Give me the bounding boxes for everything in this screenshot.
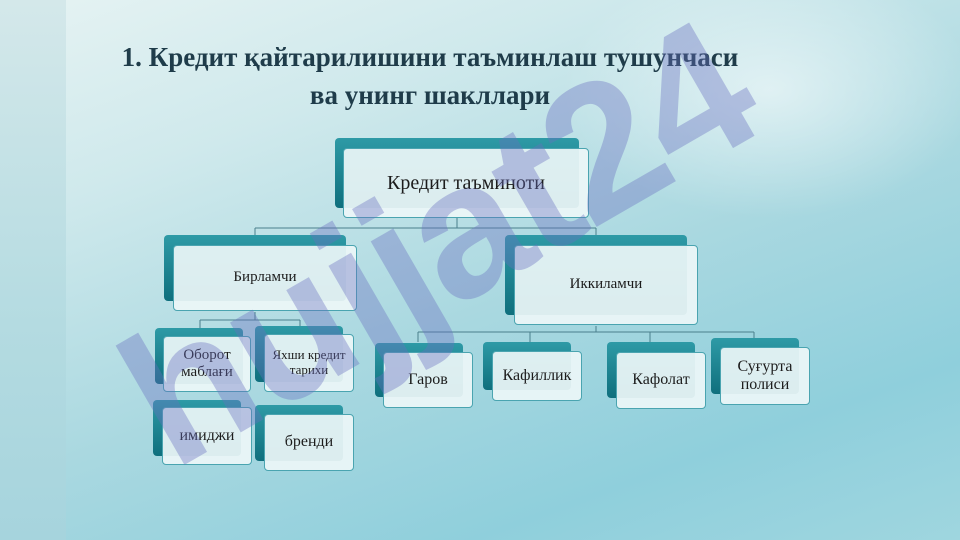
slide-title: 1. Кредит қайтарилишини таъминлаш тушунч… bbox=[40, 38, 820, 114]
node-root-label: Кредит таъминоти bbox=[343, 148, 589, 218]
node-primary-label: Бирламчи bbox=[173, 245, 357, 311]
node-imidzhi-label: имиджи bbox=[162, 407, 252, 465]
slide-title-line-2: ва унинг шакллари bbox=[309, 80, 551, 110]
node-garov-label: Гаров bbox=[383, 352, 473, 408]
background-glow bbox=[560, 0, 960, 220]
node-kafillik-label: Кафиллик bbox=[492, 351, 582, 401]
node-yakhshi-label: Яхши кредит тарихи bbox=[264, 334, 354, 392]
node-secondary-label: Иккиламчи bbox=[514, 245, 698, 325]
node-oborot-label: Оборот маблағи bbox=[163, 336, 251, 392]
slide-title-line-1: 1. Кредит қайтарилишини таъминлаш тушунч… bbox=[121, 42, 739, 72]
node-brendi-label: бренди bbox=[264, 414, 354, 471]
background-left-strip bbox=[0, 0, 66, 540]
node-sugurta-label: Суғурта полиси bbox=[720, 347, 810, 405]
node-kafolat-label: Кафолат bbox=[616, 352, 706, 409]
